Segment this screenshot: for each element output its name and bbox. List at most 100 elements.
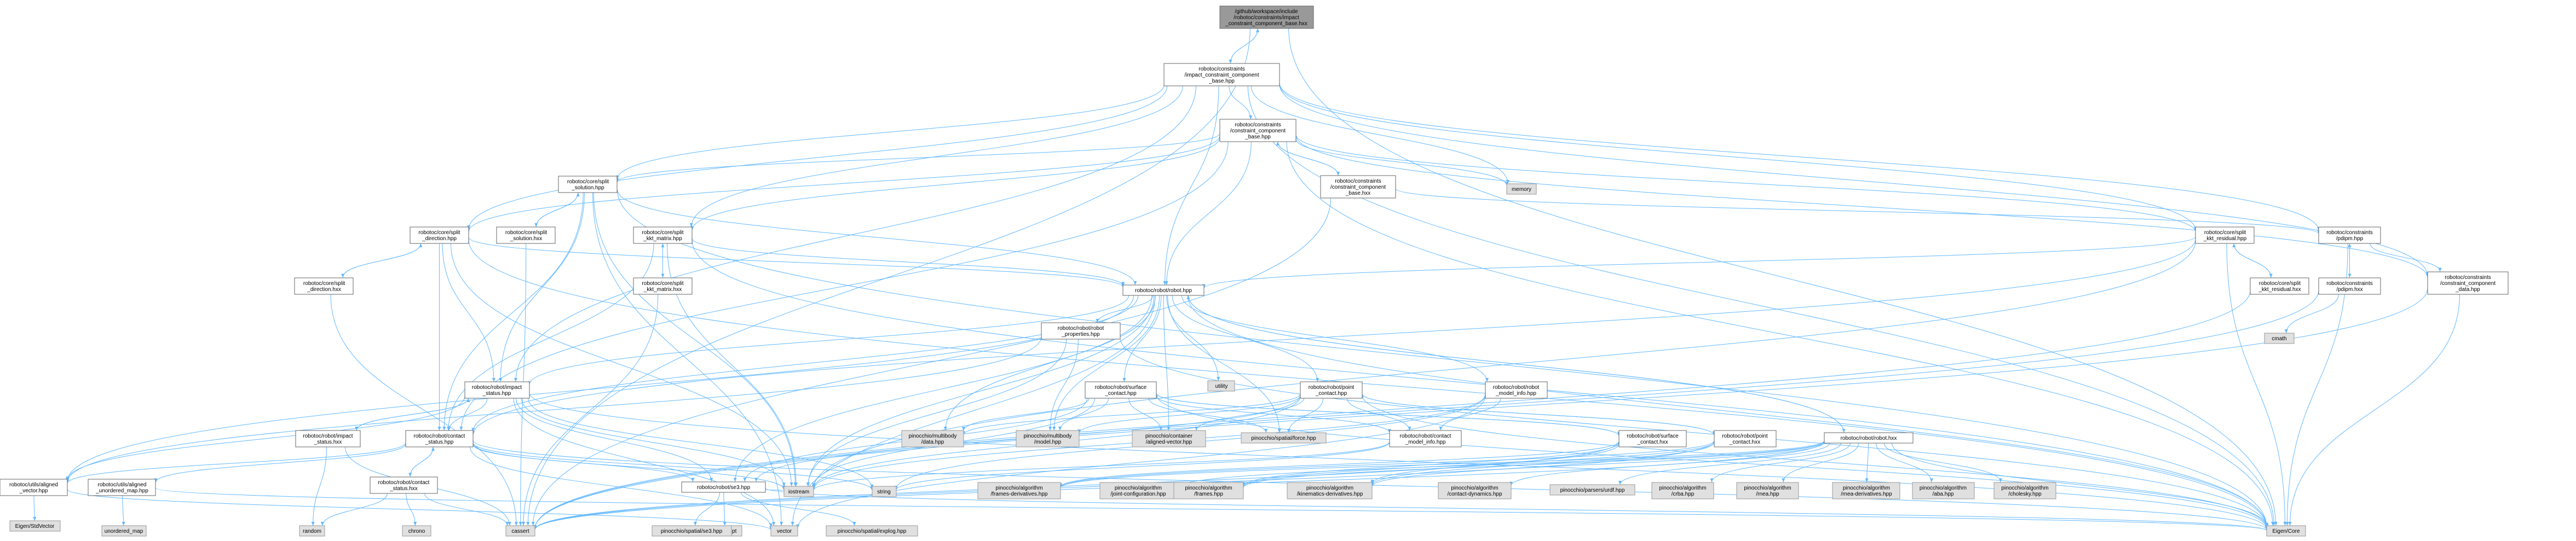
- node-contact-model-info[interactable]: robotoc/robot/contact_model_info.hpp: [1389, 430, 1462, 447]
- edge-ccb-hpp-to-kkt-residual-hpp: [1295, 134, 2196, 232]
- edge-surface-contact-hpp-to-pin-aligned-vec: [1128, 398, 1161, 431]
- edge-arrowhead: [1058, 427, 1062, 431]
- node-box: [1993, 482, 2056, 499]
- edge-robot-hxx-to-pin-aba: [1876, 443, 1932, 482]
- node-box: [1651, 482, 1714, 499]
- edge-surface-contact-hpp-to-pin-mb-data: [963, 398, 1090, 431]
- node-kkt-residual-hxx[interactable]: robotoc/core/split_kkt_residual.hxx: [2250, 277, 2309, 295]
- edge-robot-hpp-to-utility: [1166, 295, 1219, 381]
- edge-contact-status-hxx-to-contact-status-hpp: [410, 446, 434, 477]
- node-aligned-map-hpp[interactable]: robotoc/utils/aligned_unordered_map.hpp: [88, 479, 156, 496]
- edge-arrowhead: [518, 522, 522, 526]
- edge-robot-hpp-to-iostream: [808, 295, 1155, 487]
- node-split-direction-hxx[interactable]: robotoc/core/split_direction.hxx: [294, 277, 354, 295]
- node-label-line: /robotoc/constraints/impact: [1234, 15, 1299, 21]
- node-label-line: _contact.hpp: [1104, 391, 1137, 397]
- node-pin-explog: pinocchio/spatial/explog.hpp: [826, 525, 918, 537]
- edge-arrowhead: [1277, 429, 1281, 433]
- node-impact-status-hxx[interactable]: robotoc/robot/impact_status.hxx: [295, 430, 361, 447]
- node-label-line: /constraint_component: [2440, 281, 2496, 287]
- edge-impact-status-hpp-to-eigen-core: [529, 392, 2267, 530]
- edge-robot-model-info-to-vector: [797, 395, 1486, 528]
- node-split-solution-hpp[interactable]: robotoc/core/split_solution.hpp: [558, 176, 618, 193]
- node-robot-props-hpp[interactable]: robotoc/robot/robot_properties.hpp: [1041, 322, 1121, 340]
- edge-contact-status-hxx-to-cassert: [424, 493, 508, 526]
- edge-robot-hpp-to-pin-mb-model: [1053, 295, 1160, 431]
- edge-ccb-hpp-to-eigen-core: [1286, 141, 2273, 526]
- edge-arrowhead: [791, 522, 794, 526]
- node-icc-hpp[interactable]: robotoc/constraints/impact_constraint_co…: [1163, 63, 1280, 86]
- node-box: [770, 525, 798, 537]
- node-box: [294, 277, 354, 295]
- edge-split-direction-hxx-to-split-direction-hpp: [342, 243, 421, 278]
- node-label-line: robotoc/core/split: [303, 281, 345, 287]
- node-surface-contact-hxx[interactable]: robotoc/robot/surface_contact.hxx: [1618, 430, 1687, 447]
- node-label-line: robotoc/robot/robot: [1493, 385, 1540, 391]
- edge-robot-hpp-to-pin-aligned-vec: [1163, 295, 1169, 431]
- node-label-line: robotoc/robot/robot.hpp: [1135, 288, 1192, 294]
- edge-point-contact-hxx-to-pin-frames-deriv: [1060, 440, 1715, 488]
- edge-surface-contact-hpp-to-pin-mb-model: [1059, 398, 1109, 431]
- node-box: [1122, 284, 1205, 296]
- node-pin-frames: pinocchio/algorithm/frames.hpp: [1173, 482, 1244, 499]
- node-label-line: /contact-dynamics.hpp: [1447, 491, 1502, 497]
- node-split-solution-hxx[interactable]: robotoc/core/split_solution.hxx: [496, 226, 556, 244]
- node-root[interactable]: /github/workspace/include/robotoc/constr…: [1219, 5, 1314, 29]
- node-pdipm-hxx[interactable]: robotoc/constraints/pdipm.hxx: [2318, 277, 2381, 295]
- node-pin-crba: pinocchio/algorithm/crba.hpp: [1651, 482, 1714, 499]
- node-label-line: _model_info.hpp: [1405, 439, 1446, 445]
- node-robot-hxx[interactable]: robotoc/robot/robot.hxx: [1824, 432, 1914, 444]
- edge-pdipm-hpp-to-ccd-hpp: [2370, 243, 2441, 272]
- edge-arrowhead: [1287, 429, 1290, 433]
- node-box: [1132, 430, 1206, 447]
- node-surface-contact-hpp[interactable]: robotoc/robot/surface_contact.hpp: [1085, 381, 1157, 399]
- edge-contact-status-hpp-to-se3-hpp: [472, 444, 693, 482]
- node-label-line: _solution.hxx: [510, 236, 542, 242]
- node-ccb-hxx[interactable]: robotoc/constraints/constraint_component…: [1320, 175, 1396, 199]
- node-label-line: /pdipm.hpp: [2336, 236, 2364, 242]
- node-se3-hpp[interactable]: robotoc/robot/se3.hpp: [681, 481, 766, 493]
- edge-point-contact-hpp-to-pin-force: [1288, 398, 1324, 433]
- edge-root-to-cassert: [527, 28, 1250, 526]
- node-label-line: robotoc/robot/point: [1722, 433, 1768, 439]
- node-contact-status-hpp[interactable]: robotoc/robot/contact_status.hpp: [405, 430, 474, 447]
- node-box: [1041, 322, 1121, 340]
- edge-impact-status-hxx-to-random: [313, 446, 327, 526]
- node-label-line: pinocchio/algorithm: [1843, 485, 1890, 491]
- node-ccd-hpp[interactable]: robotoc/constraints/constraint_component…: [2427, 271, 2509, 295]
- node-unordered-map: unordered_map: [101, 525, 147, 537]
- edge-arrowhead: [33, 517, 37, 521]
- node-label-line: memory: [1512, 187, 1531, 193]
- node-kkt-matrix-hxx[interactable]: robotoc/core/split_kkt_matrix.hxx: [633, 277, 693, 295]
- edge-arrowhead: [466, 398, 470, 402]
- node-label-line: _contact.hxx: [1729, 439, 1760, 445]
- node-point-contact-hpp[interactable]: robotoc/robot/point_contact.hpp: [1300, 381, 1363, 399]
- node-label-line: _kkt_residual.hxx: [2258, 287, 2301, 293]
- edge-icc-hpp-to-robot-hpp: [1165, 85, 1219, 286]
- node-box: [1736, 482, 1799, 499]
- node-impact-status-hpp[interactable]: robotoc/robot/impact_status.hpp: [464, 381, 530, 399]
- node-label-line: robotoc/robot/se3.hpp: [697, 485, 751, 491]
- node-label-line: robotoc/core/split: [567, 179, 609, 185]
- node-split-direction-hpp[interactable]: robotoc/core/split_direction.hpp: [410, 226, 469, 244]
- node-pin-force: pinocchio/spatial/force.hpp: [1241, 432, 1327, 444]
- edge-impact-status-hpp-to-se3-hpp: [516, 398, 712, 482]
- node-label-line: /impact_constraint_component: [1184, 72, 1259, 78]
- node-aligned-vector-hpp[interactable]: robotoc/utils/aligned_vector.hpp: [0, 479, 68, 496]
- node-robot-model-info[interactable]: robotoc/robot/robot_model_info.hpp: [1485, 381, 1548, 399]
- node-kkt-residual-hpp[interactable]: robotoc/core/split_kkt_residual.hpp: [2195, 226, 2255, 244]
- node-robot-hpp[interactable]: robotoc/robot/robot.hpp: [1122, 284, 1205, 296]
- node-ccb-hpp[interactable]: robotoc/constraints/constraint_component…: [1219, 119, 1296, 142]
- edge-arrowhead: [471, 428, 475, 432]
- edge-ccb-hpp-to-kkt-matrix-hpp: [691, 137, 1220, 230]
- node-kkt-matrix-hpp[interactable]: robotoc/core/split_kkt_matrix.hpp: [633, 226, 693, 244]
- edge-split-direction-hpp-to-robot-hpp: [468, 237, 1123, 288]
- node-label-line: _contact.hxx: [1636, 439, 1668, 445]
- edge-arrowhead: [355, 427, 358, 431]
- edge-robot-props-hpp-to-pin-mb-model: [1050, 339, 1079, 431]
- edge-robot-hpp-to-pin-mb-data: [945, 295, 1156, 431]
- node-point-contact-hxx[interactable]: robotoc/robot/point_contact.hxx: [1714, 430, 1777, 447]
- edge-arrowhead: [710, 478, 713, 482]
- node-contact-status-hxx[interactable]: robotoc/robot/contact_status.hxx: [370, 476, 438, 494]
- node-pdipm-hpp[interactable]: robotoc/constraints/pdipm.hpp: [2318, 226, 2381, 244]
